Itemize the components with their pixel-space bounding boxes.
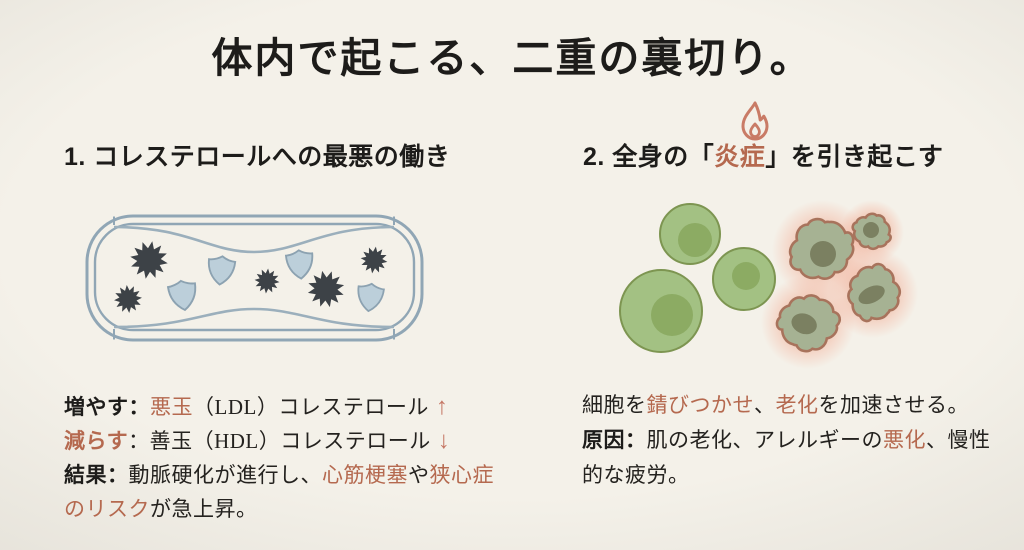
- inflamed-cell: [767, 281, 849, 363]
- left-line-decrease: 減らす：善玉（HDL）コレステロール↓: [64, 424, 494, 458]
- cells-text-1: 細胞を: [582, 393, 647, 417]
- healthy-cell: [659, 203, 721, 265]
- hdl-shield-icon: [354, 281, 386, 314]
- up-arrow-icon: ↑: [435, 393, 449, 420]
- rust-word: 錆びつかせ: [646, 393, 754, 417]
- healthy-cells: [619, 203, 776, 353]
- angina-word: 狭心症: [429, 463, 494, 487]
- cell-nucleus: [810, 241, 836, 267]
- left-line-result-1: 結果：動脈硬化が進行し、心筋梗塞や狭心症: [64, 458, 494, 492]
- right-text-block: 細胞を錆びつかせ、老化を加速させる。 原因：肌の老化、アレルギーの悪化、慢性 的…: [582, 388, 991, 493]
- ldl-particle-icon: [253, 267, 281, 295]
- ldl-text: （LDL）コレステロール: [193, 395, 429, 419]
- right-line-3: 的な疲労。: [582, 458, 991, 493]
- cause-text-1: 肌の老化、アレルギーの: [646, 428, 883, 452]
- hdl-text: ：善玉（HDL）コレステロール: [128, 429, 431, 453]
- hdl-shield-icon: [166, 278, 200, 313]
- inflamed-cell: [835, 255, 911, 331]
- heading-suffix: 」を引き起こす: [765, 143, 944, 171]
- inflammation-word: 炎症: [714, 143, 766, 171]
- left-text-block: 増やす：悪玉（LDL）コレステロール↑ 減らす：善玉（HDL）コレステロール↓ …: [64, 390, 494, 526]
- cells-illustration: [619, 200, 918, 369]
- right-section-heading: 2. 全身の「炎症」を引き起こす: [583, 137, 943, 173]
- cause-text-3: 的な疲労。: [582, 463, 690, 487]
- ldl-bad-word: 悪玉: [150, 395, 193, 419]
- heading-prefix: 2. 全身の「: [583, 143, 715, 171]
- ldl-particle-icon: [126, 237, 172, 283]
- down-arrow-icon: ↓: [437, 427, 451, 454]
- result-text-3: が急上昇。: [150, 497, 258, 521]
- vessel-wall-ticks: [113, 216, 395, 340]
- flame-icon: [741, 101, 769, 141]
- healthy-cell: [712, 247, 776, 311]
- cell-nucleus: [651, 294, 693, 336]
- plaque-narrowing-top: [113, 225, 395, 254]
- increase-label: 増やす：: [64, 396, 150, 419]
- cell-nucleus: [858, 285, 885, 305]
- cause-label: 原因：: [582, 429, 647, 452]
- decrease-label: 減らす: [64, 430, 129, 453]
- flame-inner: [749, 122, 761, 138]
- myocardial-infarction-word: 心筋梗塞: [322, 463, 408, 487]
- left-section-heading: 1. コレステロールへの最悪の働き: [64, 143, 451, 171]
- left-line-increase: 増やす：悪玉（LDL）コレステロール↑: [64, 390, 494, 424]
- plaque-narrowing-bottom: [113, 307, 395, 329]
- cell-nucleus: [863, 222, 879, 238]
- ldl-particle-icon: [302, 265, 350, 313]
- hdl-shield-icon: [205, 254, 237, 287]
- inflamed-cells: [767, 206, 911, 363]
- flame-outline: [741, 101, 769, 141]
- ldl-particle-icon: [358, 244, 390, 276]
- risk-word: のリスク: [64, 497, 150, 521]
- healthy-cell: [619, 269, 703, 353]
- inflamed-cell: [846, 206, 898, 258]
- ldl-particles: [109, 237, 390, 318]
- result-text-1: 動脈硬化が進行し、: [128, 463, 322, 487]
- cause-text-2: 、慢性: [926, 428, 991, 452]
- result-label: 結果：: [64, 464, 129, 487]
- cell-nucleus: [732, 262, 760, 290]
- worsening-word: 悪化: [883, 428, 926, 452]
- cells-text-3: を加速させる。: [818, 393, 969, 417]
- cell-nucleus: [791, 313, 817, 335]
- aging-word: 老化: [775, 393, 819, 417]
- cell-nucleus: [678, 223, 712, 257]
- right-line-1: 細胞を錆びつかせ、老化を加速させる。: [582, 388, 991, 423]
- blood-vessel-illustration: [85, 214, 424, 342]
- vessel-inner-wall: [93, 222, 416, 332]
- left-line-result-2: のリスクが急上昇。: [64, 492, 494, 526]
- right-line-2: 原因：肌の老化、アレルギーの悪化、慢性: [582, 423, 991, 458]
- vessel-outer-wall: [85, 214, 424, 342]
- result-text-2: や: [408, 463, 430, 487]
- hdl-shield-icon: [284, 248, 316, 281]
- slide-title: 体内で起こる、二重の裏切り。: [211, 35, 813, 81]
- cells-text-2: 、: [754, 393, 776, 417]
- inflamed-cell: [783, 211, 861, 289]
- ldl-particle-icon: [109, 280, 147, 318]
